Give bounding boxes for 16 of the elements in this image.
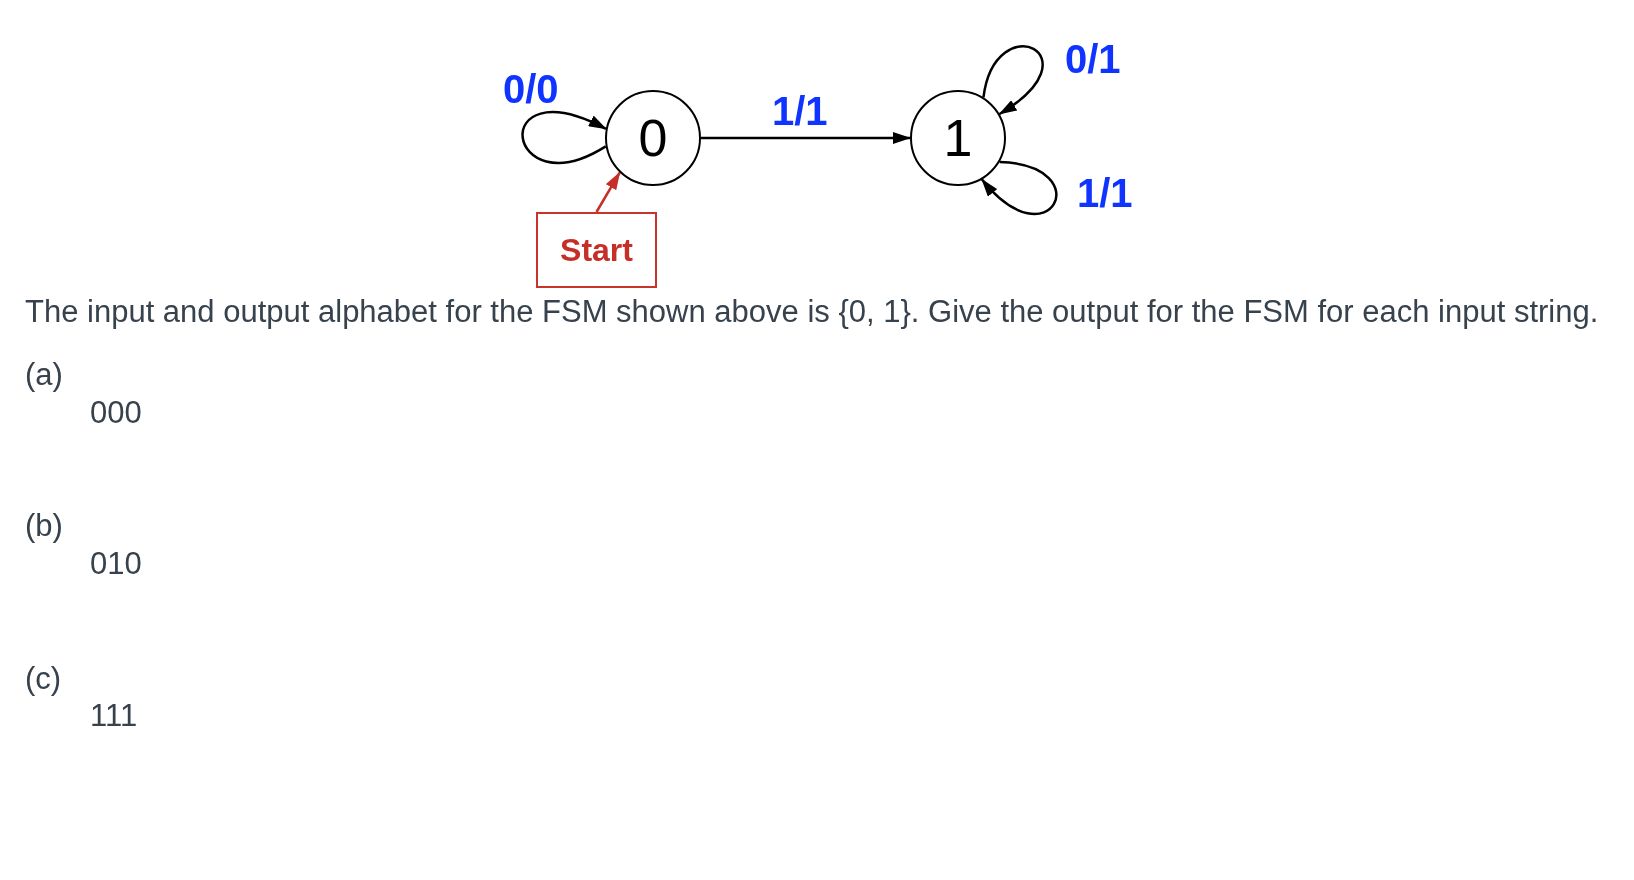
question-text: The input and output alphabet for the FSM shown above is {0, 1}. Give the output for the FSM for each input string. <box>25 293 1599 330</box>
start-arrow <box>595 171 621 213</box>
state-label: 0 <box>638 112 668 164</box>
input-string: 010 <box>90 545 142 582</box>
start-label: Start <box>560 234 633 266</box>
input-string: 111 <box>90 697 138 734</box>
part-letter: (c) <box>25 660 62 697</box>
part-letter: (b) <box>25 507 63 544</box>
input-string: 000 <box>90 394 142 431</box>
self-loop-arrow <box>521 111 607 164</box>
transition-arrow <box>701 132 911 144</box>
start-box <box>536 212 657 288</box>
self-loop-arrow <box>981 160 1058 215</box>
state-label: 1 <box>943 112 973 164</box>
part-letter: (a) <box>25 356 63 393</box>
self-loop-arrow <box>982 45 1044 116</box>
